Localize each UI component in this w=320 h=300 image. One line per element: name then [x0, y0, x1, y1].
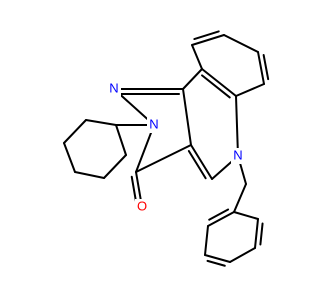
bond-cy-6-1 — [115, 124, 127, 156]
bond-cy-2-3 — [63, 119, 87, 144]
bond-ph-3-4 — [229, 247, 256, 263]
bond-ph-6-1 — [207, 211, 235, 227]
bond-cy-1-2 — [85, 119, 117, 126]
atom-label-n2: N — [149, 116, 158, 131]
bond-c9-c9a — [191, 44, 203, 70]
bond-c9a-c5a-double — [201, 74, 231, 99]
bond-ph-2-3-double — [259, 222, 264, 246]
bond-c8-c9 — [191, 34, 225, 46]
bond-cy-4-5 — [74, 171, 105, 179]
bond-n5-c5a — [235, 95, 239, 157]
bond-ch2-phenyl — [233, 183, 247, 213]
bond-c5a-c9a — [201, 68, 237, 97]
bond-ph-4-5-double — [206, 259, 226, 267]
bond-c9a-c9b — [182, 68, 203, 90]
bond-c7-c8 — [223, 34, 259, 53]
bond-c3a-c9b — [182, 88, 192, 146]
o-label-bg — [135, 199, 149, 215]
molecule-canvas: N N N O — [63, 30, 270, 267]
bond-ph-6-1-double — [208, 208, 230, 221]
bond-ph-5-6 — [204, 225, 209, 256]
bond-layer — [63, 30, 270, 267]
molecule-structure: N N N O — [63, 30, 270, 267]
atom-label-o: O — [137, 198, 147, 213]
bond-c6-c7-double — [262, 54, 270, 81]
bond-c3a-c4 — [190, 144, 213, 180]
atom-label-n5: N — [233, 147, 242, 162]
bond-ph-4-5 — [204, 254, 231, 263]
bond-cy-5-6 — [103, 154, 127, 179]
n5-label-bg — [231, 148, 245, 164]
atom-label-n1: N — [109, 80, 118, 95]
bond-c3-c3a — [135, 144, 192, 173]
bond-cy-3-4 — [63, 142, 76, 173]
atom-label-layer: N N N O — [107, 80, 245, 215]
bond-ph-2-3 — [254, 218, 259, 249]
bond-c3a-c4-double — [187, 150, 207, 180]
n2-label-bg — [147, 117, 161, 133]
bond-ph-1-2 — [233, 211, 259, 220]
bond-c5a-c6 — [235, 83, 265, 97]
n1-label-bg — [107, 81, 121, 97]
bond-c8-c9-double — [193, 30, 220, 41]
bond-c6-c7 — [257, 51, 265, 85]
